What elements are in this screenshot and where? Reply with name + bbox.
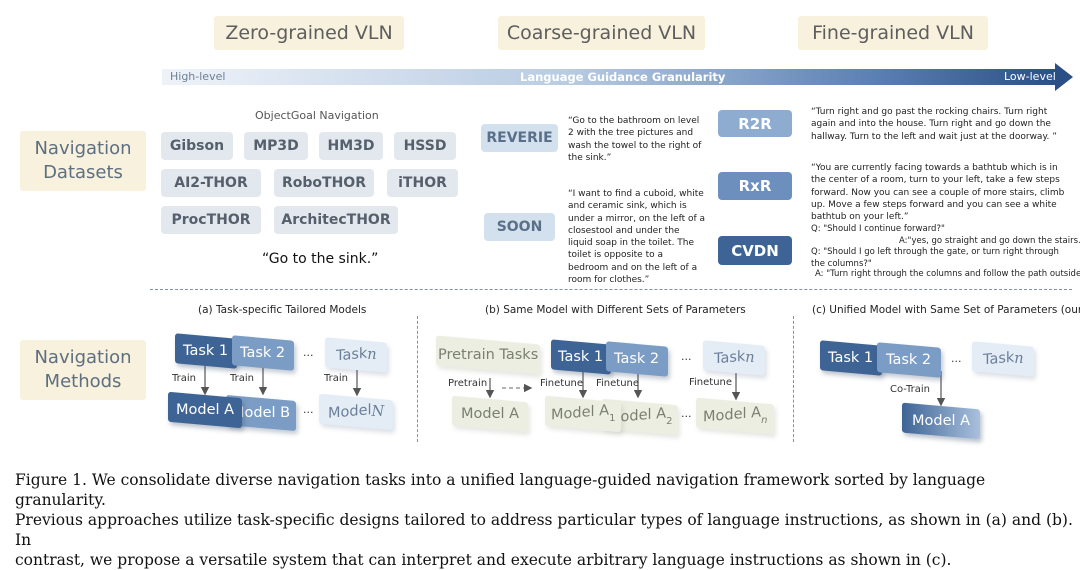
b-pretrain-tasks-label: Pretrain Tasks — [437, 346, 539, 363]
c-task-n-card: Task n — [972, 341, 1034, 377]
b-model-an-label: Model A — [702, 404, 761, 426]
b-finetune-label-1: Finetune — [540, 378, 584, 389]
c-cotrain-label: Co-Train — [890, 384, 930, 395]
zero-grained-label: Zero-grained VLN — [225, 22, 393, 44]
b-pretrain-label: Pretrain — [448, 378, 488, 389]
caption-line-1: Figure 1. We consolidate diverse navigat… — [15, 471, 986, 509]
arrow-low-label: Low-level — [1004, 70, 1056, 83]
datasets-label-line2: Datasets — [43, 162, 123, 183]
method-a-caption: (a) Task-specific Tailored Models — [198, 304, 367, 316]
method-divider-2 — [793, 316, 794, 442]
c-task-2-label: Task 2 — [886, 351, 932, 368]
b-ellipsis: ... — [681, 350, 692, 363]
b-model-an-subscript: n — [760, 414, 768, 426]
c-ellipsis: ... — [951, 352, 962, 365]
caption-line-2: Previous approaches utilize task-specifi… — [15, 511, 1073, 549]
dataset-robothor: RoboTHOR — [274, 169, 374, 197]
b-model-ellipsis: ... — [681, 407, 692, 420]
a-model-n-label: Model — [327, 402, 372, 422]
dataset-rxr: RxR — [718, 172, 792, 200]
dataset-gibson: Gibson — [161, 132, 233, 160]
dataset-procthor: ProcTHOR — [161, 206, 261, 234]
soon-instruction: “I want to find a cuboid, white and cera… — [568, 189, 706, 286]
a-train-label-n: Train — [324, 373, 348, 384]
caption-line-3: contrast, we propose a versatile system … — [15, 551, 952, 569]
method-arrows — [200, 366, 946, 407]
b-task-2-label: Task 2 — [614, 350, 660, 367]
dataset-hssd: HSSD — [394, 132, 456, 160]
dataset-architecthor: ArchitecTHOR — [274, 206, 398, 234]
a-task-n-label: Task — [335, 345, 367, 365]
figure-caption: Figure 1. We consolidate diverse navigat… — [15, 470, 1075, 570]
a-model-n-card: Model N — [319, 393, 393, 431]
a-model-a-card: Model A — [168, 391, 242, 429]
objectgoal-group-title: ObjectGoal Navigation — [255, 109, 379, 122]
granularity-arrow-head — [1055, 63, 1073, 91]
cvdn-dialog-a2: A: "Turn right through the columns and f… — [815, 269, 1080, 279]
a-train-label-2: Train — [230, 373, 254, 384]
method-c-caption: (c) Unified Model with Same Set of Param… — [812, 304, 1080, 316]
zero-grained-header: Zero-grained VLN — [214, 16, 404, 50]
b-model-a-label: Model A — [460, 405, 520, 422]
method-b-caption: (b) Same Model with Different Sets of Pa… — [485, 304, 746, 316]
c-task-1-label: Task 1 — [828, 349, 874, 366]
granularity-arrow — [162, 69, 1057, 85]
b-model-a1-subscript: 1 — [608, 412, 616, 424]
a-task-1-label: Task 1 — [183, 342, 229, 359]
reverie-instruction: “Go to the bathroom on level 2 with the … — [568, 116, 702, 163]
a-task-n-card: Task n — [325, 337, 387, 373]
dataset-cvdn: CVDN — [718, 236, 792, 265]
cvdn-dialog-q2: Q: "Should I go left through the gate, o… — [811, 247, 1059, 269]
a-train-label-1: Train — [172, 373, 196, 384]
b-model-a1-label: Model A — [550, 402, 609, 424]
coarse-grained-label: Coarse-grained VLN — [506, 22, 697, 44]
coarse-grained-header: Coarse-grained VLN — [498, 16, 705, 50]
a-model-a-label: Model A — [175, 401, 235, 418]
a-task-n-subscript: n — [366, 346, 377, 363]
dataset-ai2thor: AI2-THOR — [161, 169, 261, 197]
a-task-2-card: Task 2 — [232, 335, 294, 371]
b-task-2-card: Task 2 — [606, 341, 668, 377]
b-task-1-label: Task 1 — [558, 348, 604, 365]
dataset-soon: SOON — [484, 213, 555, 241]
navigation-methods-label: Navigation Methods — [20, 340, 146, 400]
zero-grained-instruction: “Go to the sink.” — [262, 251, 379, 267]
c-model-a-label: Model A — [911, 412, 971, 429]
c-task-2-card: Task 2 — [877, 342, 941, 378]
b-finetune-label-n: Finetune — [689, 377, 733, 388]
dataset-mp3d: MP3D — [244, 132, 308, 160]
b-task-n-subscript: n — [744, 349, 755, 366]
c-task-n-subscript: n — [1013, 350, 1024, 367]
c-task-1-card: Task 1 — [820, 340, 882, 376]
dataset-reverie: REVERIE — [481, 124, 558, 152]
fine-grained-header: Fine-grained VLN — [798, 16, 988, 50]
datasets-label-line1: Navigation — [34, 138, 132, 159]
section-divider — [150, 289, 1072, 290]
fine-grained-label: Fine-grained VLN — [812, 22, 974, 44]
b-finetune-label-2: Finetune — [596, 378, 640, 389]
b-task-n-label: Task — [713, 348, 745, 368]
methods-label-line1: Navigation — [34, 347, 132, 368]
a-task-1-card: Task 1 — [175, 333, 237, 369]
arrow-high-label: High-level — [170, 70, 226, 83]
c-task-n-label: Task — [982, 349, 1014, 369]
rxr-instruction: “You are currently facing towards a bath… — [811, 163, 1065, 223]
a-task-2-label: Task 2 — [240, 344, 286, 361]
cvdn-dialog-q1: Q: "Should I continue forward?" — [811, 224, 945, 234]
arrow-title: Language Guidance Granularity — [520, 70, 726, 84]
dataset-ithor: iTHOR — [387, 169, 458, 197]
a-ellipsis: ... — [303, 346, 314, 359]
b-task-1-card: Task 1 — [551, 339, 611, 375]
b-task-n-card: Task n — [703, 340, 765, 376]
cvdn-dialog-a1: A:"yes, go straight and go down the stai… — [899, 236, 1080, 246]
dataset-hm3d: HM3D — [319, 132, 383, 160]
method-divider-1 — [417, 316, 418, 442]
a-model-ellipsis: ... — [303, 403, 314, 416]
r2r-instruction: “Turn right and go past the rocking chai… — [811, 107, 1057, 142]
dataset-r2r: R2R — [718, 110, 792, 137]
navigation-datasets-label: Navigation Datasets — [20, 131, 146, 191]
b-model-a2-subscript: 2 — [665, 415, 673, 427]
methods-label-line2: Methods — [44, 371, 122, 392]
a-model-n-subscript: N — [371, 403, 385, 420]
